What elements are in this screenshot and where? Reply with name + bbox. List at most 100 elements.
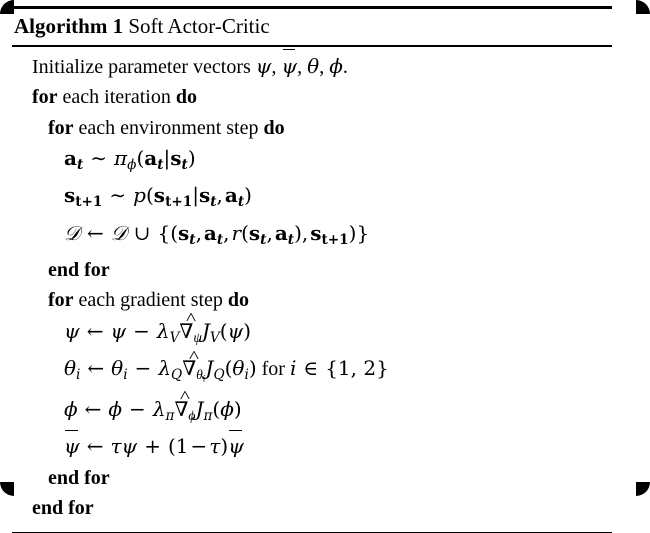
line-for-each-environment-step: for each environment step do <box>12 113 612 144</box>
keyword-for-3: for <box>48 289 74 312</box>
text-each-environment-step: each environment step <box>78 116 259 139</box>
paren-close-7: ) <box>233 397 242 422</box>
paren-close-6: ) <box>248 356 257 381</box>
set-one-two: {1, 2} <box>325 356 389 381</box>
paren-close-3: ) <box>348 220 357 245</box>
gradient-nabla-hat-phi: ∇ϕ <box>174 395 195 431</box>
vector-s-t-cond: st <box>170 146 188 173</box>
line-end-for-gradient: end for <box>12 463 612 494</box>
update-theta-lhs: θi <box>64 356 81 383</box>
buffer-D-lhs: 𝒟 <box>64 220 80 245</box>
algorithm-title-keyword: Algorithm 1 <box>14 14 124 38</box>
keyword-do-2: do <box>263 116 285 139</box>
algorithm-figure: Algorithm 1 Soft Actor-Critic Initialize… <box>0 0 650 496</box>
screenshot-corner-bottom-right <box>636 482 650 496</box>
algorithm-lines: Initialize parameter vectors ψ, ψ, θ, ϕ.… <box>12 47 612 528</box>
paren-open-8: ( <box>167 434 176 459</box>
arg-theta-i: θi <box>232 356 249 383</box>
reward-r: r <box>231 220 242 245</box>
paren-open-2: ( <box>145 183 154 208</box>
line-end-for-environment: end for <box>12 255 612 286</box>
keyword-do-1: do <box>175 86 197 108</box>
update-psi-lhs: ψ <box>64 318 80 343</box>
operator-plus: + <box>144 434 161 459</box>
operator-minus-3: − <box>129 397 146 422</box>
keyword-end-for-3: end for <box>32 497 94 520</box>
gradient-nabla-hat-psi: ∇ψ <box>179 317 201 353</box>
algorithm-title-name: Soft Actor-Critic <box>128 14 270 38</box>
tuple-comma-1: , <box>195 220 204 245</box>
text-for-i-in: for <box>261 358 285 381</box>
vector-s-t-plus-1-cond: st+1 <box>153 183 193 211</box>
update-phi-lhs: ϕ <box>64 397 78 422</box>
operator-element-of: ∈ <box>303 356 319 381</box>
period-end: . <box>342 55 348 78</box>
reward-a-t: at <box>274 220 295 248</box>
algorithm-block: Algorithm 1 Soft Actor-Critic Initialize… <box>12 0 612 533</box>
screenshot-corner-top-right <box>636 0 650 14</box>
line-sample-action: at ∼ πϕ(at|st) <box>12 143 612 180</box>
symbol-psi-bar: ψ <box>281 48 297 82</box>
line-update-psi: ψ ← ψ − λV∇ψJV(ψ) <box>12 316 612 353</box>
symbol-theta: θ <box>307 53 320 78</box>
line-for-each-iteration: for each iteration do <box>12 82 612 113</box>
rule-top <box>12 6 612 9</box>
vector-a-t-cond: at <box>144 146 164 173</box>
symbol-psi: ψ <box>255 53 272 78</box>
reward-comma: , <box>266 220 275 245</box>
paren-close-4: ) <box>294 220 302 245</box>
vector-a-t: at <box>64 146 84 173</box>
line-update-theta: θi ← θi − λQ∇θiJQ(θi) for i ∈ {1, 2} <box>12 353 612 394</box>
operator-tilde: ∼ <box>90 146 108 170</box>
rule-under-title <box>12 45 612 47</box>
tuple-s-t-plus-1: st+1 <box>310 220 349 248</box>
line-update-phi: ϕ ← ϕ − λπ∇ϕJπ(ϕ) <box>12 394 612 431</box>
update-phi-rhs: ϕ <box>108 397 123 422</box>
keyword-end-for-2: end for <box>48 466 110 489</box>
symbol-phi: ϕ <box>329 53 343 78</box>
policy-pi-phi: πϕ <box>114 146 137 173</box>
lr-lambda-V: λV <box>156 318 180 346</box>
bar-cond-2: | <box>192 183 199 208</box>
objective-J-Q: JQ <box>205 356 225 383</box>
lr-lambda-Q: λQ <box>158 356 183 383</box>
target-psi-bar-rhs: ψ <box>228 429 244 462</box>
paren-close-8: ) <box>220 434 229 459</box>
target-psi-bar-lhs: ψ <box>64 429 80 462</box>
vector-s-t-plus-1: st+1 <box>64 183 103 211</box>
paren-close-1: ) <box>187 146 196 170</box>
initialize-text: Initialize parameter vectors <box>32 55 251 78</box>
tuple-s-t: st <box>178 220 196 248</box>
comma-1: , <box>271 55 277 78</box>
line-sample-next-state: st+1 ∼ p(st+1|st, at) <box>12 180 612 217</box>
lr-lambda-pi: λπ <box>152 397 175 424</box>
paren-open-6: ( <box>224 356 233 381</box>
brace-open: { <box>157 220 171 245</box>
operator-minus-4: − <box>190 434 208 459</box>
operator-assign-arrow-4: ← <box>84 397 102 422</box>
tuple-a-t: at <box>203 220 224 248</box>
paren-open-4: ( <box>241 220 249 245</box>
vector-a-t-cond-2: at <box>224 183 245 211</box>
paren-open-5: ( <box>219 318 228 343</box>
line-update-target-psi: ψ ← τψ + (1−τ)ψ <box>12 429 612 463</box>
operator-assign-arrow-3: ← <box>87 356 105 381</box>
brace-close: } <box>356 220 370 245</box>
arg-phi: ϕ <box>220 397 234 422</box>
line-for-each-gradient-step: for each gradient step do <box>12 285 612 316</box>
keyword-do-3: do <box>227 289 250 312</box>
update-theta-rhs: θi <box>111 356 128 383</box>
objective-J-pi: Jπ <box>195 397 213 424</box>
tau-coefficient-2: τ <box>209 434 221 459</box>
operator-union: ∪ <box>133 220 151 245</box>
operator-minus-1: − <box>133 318 150 343</box>
tuple-comma-2: , <box>223 220 232 245</box>
tau-coefficient: τ <box>110 434 122 459</box>
buffer-D-rhs: 𝒟 <box>110 220 127 245</box>
objective-J-V: JV <box>201 318 220 346</box>
psi-term: ψ <box>121 434 138 459</box>
text-each-gradient-step: each gradient step <box>78 289 223 312</box>
operator-assign-arrow-5: ← <box>86 434 104 459</box>
reward-s-t: st <box>248 220 267 248</box>
keyword-for-1: for <box>32 86 58 108</box>
